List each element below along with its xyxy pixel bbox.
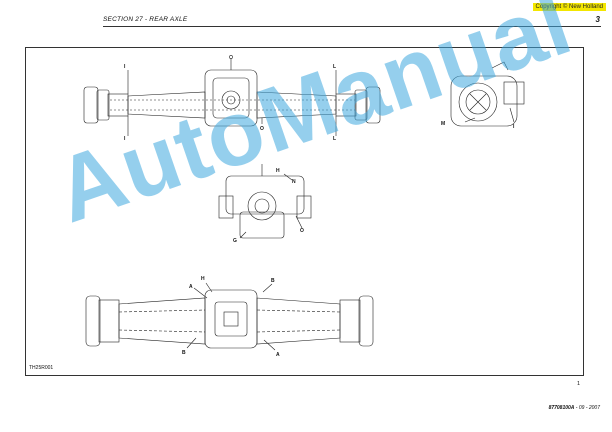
label-top-left-upper: I [124,64,126,70]
label-bot-b-right: B [271,278,275,284]
top-axle-view [83,55,381,136]
label-top-right-lower: L [333,136,336,142]
doc-date: - 09 - 2007 [574,405,600,411]
label-mid-n: N [292,179,296,185]
label-bot-h: H [201,276,205,282]
figure-frame [25,47,584,376]
label-bot-b-left: B [182,350,186,356]
side-axle-view [450,61,525,127]
label-top-left-lower: I [124,136,126,142]
section-title: SECTION 27 - REAR AXLE [103,16,188,23]
bottom-axle-view [85,282,374,351]
label-mid-g: G [233,238,237,244]
label-bot-a-lower: A [276,352,280,358]
figure-number: 1 [577,381,581,387]
label-side-m: M [441,121,445,127]
center-housing-view [218,164,312,239]
label-top-right-upper: L [333,64,336,70]
label-mid-h: H [276,168,280,174]
page-number: 3 [595,15,600,24]
label-side-i: I [513,124,515,130]
footer-document-code: 87708100A - 09 - 2007 [549,405,600,411]
label-bot-a-upper: A [189,284,193,290]
label-top-center: O [260,126,264,132]
header-divider [103,26,601,27]
doc-code: 87708100A [548,405,575,411]
label-mid-o: O [300,228,304,234]
copyright-badge: Copyright © New Holland [532,3,606,11]
figure-code: TH25R001 [29,365,54,371]
